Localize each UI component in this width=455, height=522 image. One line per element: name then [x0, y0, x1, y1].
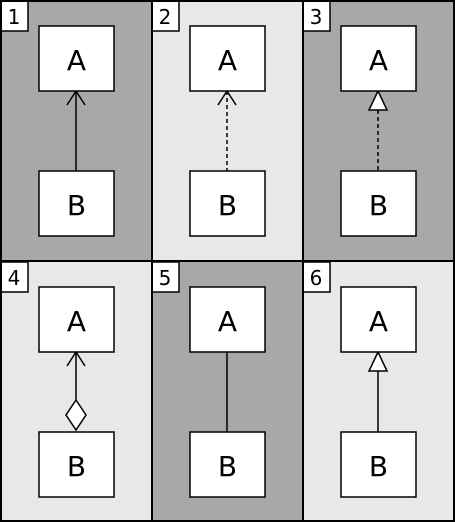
- box-a-label: A: [369, 305, 388, 338]
- box-b: [38, 431, 115, 498]
- box-b-label: B: [369, 450, 388, 483]
- panel-2: 2A B: [151, 0, 303, 261]
- panel-number: 3: [310, 5, 323, 29]
- box-b: [189, 170, 266, 237]
- panel-6: 6A B: [302, 261, 454, 522]
- panel-1: 1A B: [0, 0, 152, 261]
- box-b-label: B: [369, 189, 388, 222]
- box-b-label: B: [218, 450, 237, 483]
- box-b: [340, 170, 417, 237]
- box-a: [340, 286, 417, 353]
- box-b-label: B: [67, 450, 86, 483]
- box-a: [189, 25, 266, 92]
- box-b: [189, 431, 266, 498]
- box-a-label: A: [218, 305, 237, 338]
- box-a-label: A: [218, 44, 237, 77]
- panel-4: 4A B: [0, 261, 152, 522]
- panel-number: 6: [310, 266, 323, 290]
- panel-5: 5A B: [151, 261, 303, 522]
- box-a: [38, 25, 115, 92]
- box-a: [340, 25, 417, 92]
- panel-number: 2: [159, 5, 172, 29]
- panel-number: 4: [8, 266, 21, 290]
- panel-number: 5: [159, 266, 172, 290]
- box-b-label: B: [67, 189, 86, 222]
- box-a: [38, 286, 115, 353]
- box-a: [189, 286, 266, 353]
- panel-number: 1: [8, 5, 21, 29]
- box-a-label: A: [369, 44, 388, 77]
- hollow-diamond-tail: [65, 398, 87, 432]
- panel-3: 3A B: [302, 0, 454, 261]
- box-b: [340, 431, 417, 498]
- box-a-label: A: [67, 44, 86, 77]
- panel-number-box: [0, 0, 29, 32]
- hollow-triangle-head: [367, 89, 389, 111]
- box-b: [38, 170, 115, 237]
- hollow-triangle-head: [367, 350, 389, 372]
- box-a-label: A: [67, 305, 86, 338]
- panel-number-box: [302, 0, 331, 32]
- box-b-label: B: [218, 189, 237, 222]
